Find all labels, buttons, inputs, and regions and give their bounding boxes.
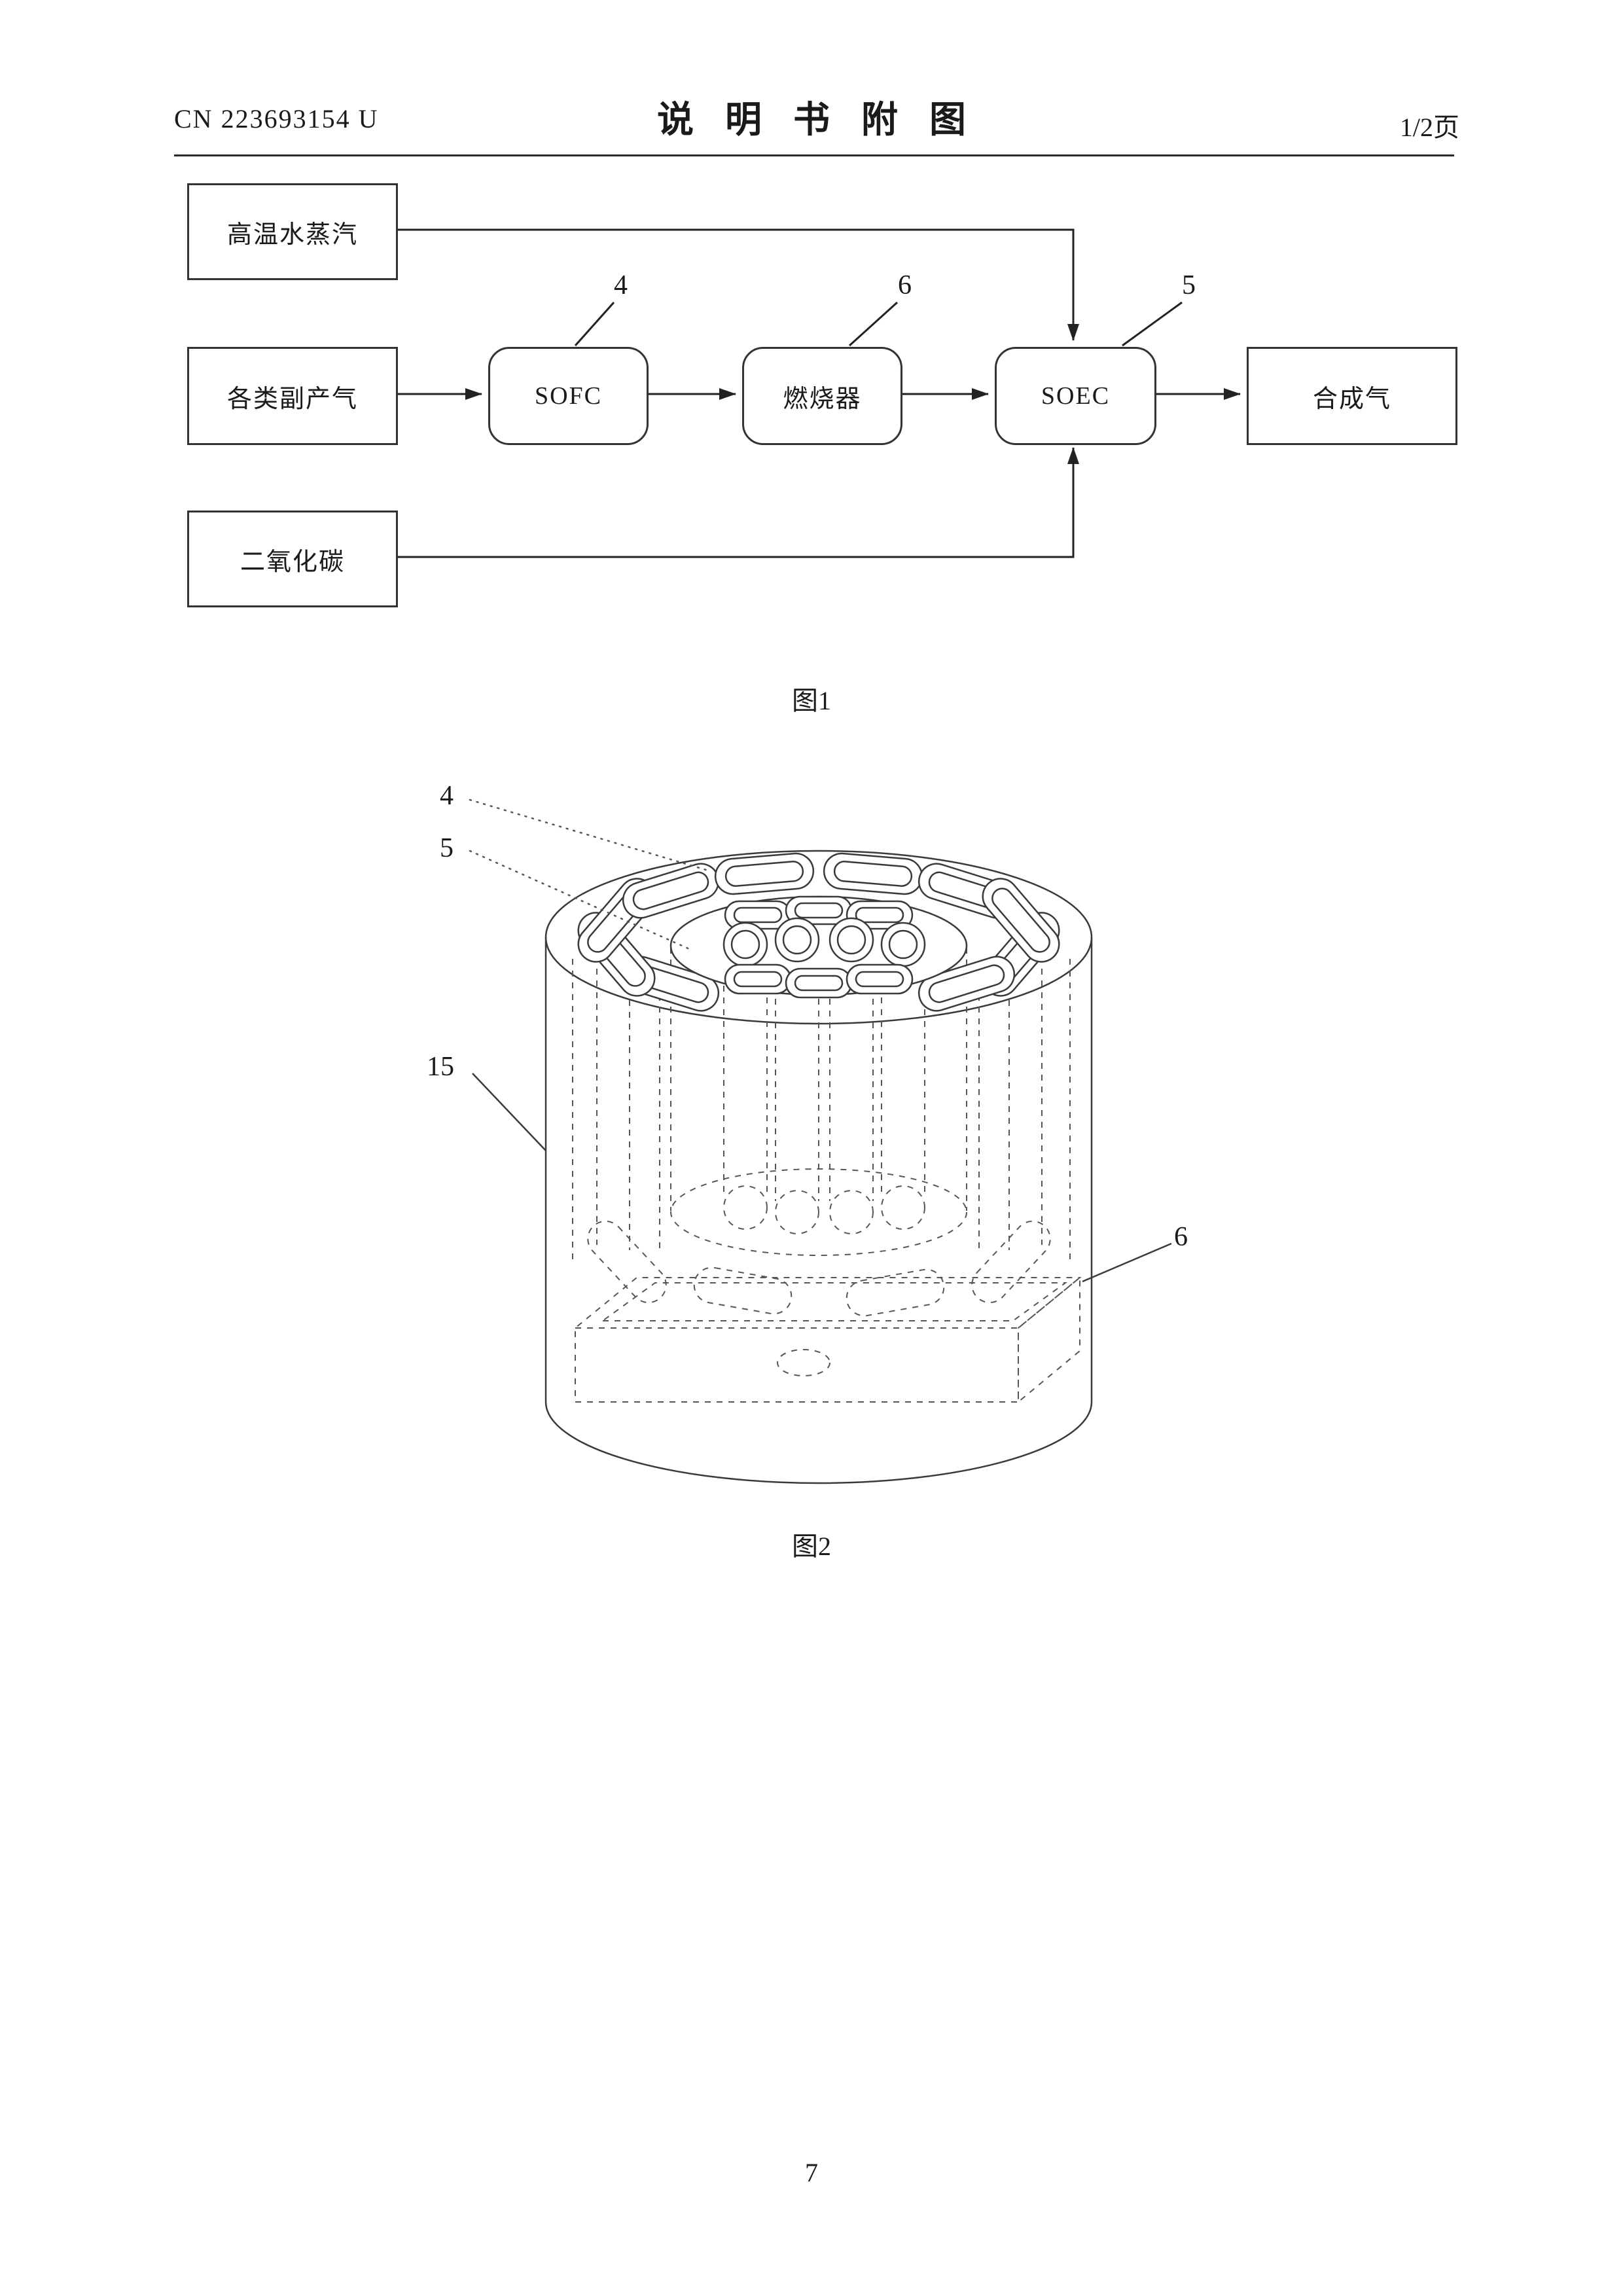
ref-label-15-shell: 15 (427, 1052, 454, 1082)
node-syngas-label: 合成气 (1312, 385, 1391, 413)
node-co2: 二氧化碳 (187, 511, 398, 607)
node-burner: 燃烧器 (742, 347, 902, 445)
node-burner-label: 燃烧器 (783, 385, 862, 413)
sofc-tube-ring (577, 852, 1060, 1012)
flow-arrows (394, 228, 1241, 558)
ref-label-5-inner-tubes: 5 (440, 833, 454, 863)
node-soec-label: SOEC (1041, 382, 1111, 410)
node-sofc: SOFC (488, 347, 649, 445)
node-co2-label: 二氧化碳 (240, 548, 345, 576)
ref-label-6-burner-box: 6 (1174, 1222, 1188, 1252)
outer-shell (544, 937, 1093, 1484)
page-indicator: 1/2页 (1399, 113, 1459, 142)
figure2-leader-lines (469, 798, 1172, 1283)
node-syngas: 合成气 (1247, 347, 1457, 445)
ref-label-6-burner: 6 (898, 270, 912, 300)
hidden-tube-bottoms (587, 1168, 1051, 1317)
burner-box (573, 1276, 1082, 1404)
node-steam: 高温水蒸汽 (187, 183, 398, 280)
ref-label-5-soec: 5 (1182, 270, 1196, 300)
node-byproduct-gas-label: 各类副产气 (226, 385, 358, 413)
figure2-caption: 图2 (792, 1532, 831, 1561)
node-soec: SOEC (995, 347, 1156, 445)
ref-label-4-outer-tubes: 4 (440, 781, 454, 811)
ref-label-4-sofc: 4 (614, 270, 628, 300)
figure2-drawing (469, 798, 1172, 1484)
header-rule (174, 154, 1454, 156)
document-number: CN 223693154 U (174, 104, 379, 134)
figure1-connectors (394, 228, 1241, 558)
page-number: 7 (805, 2158, 818, 2187)
node-sofc-label: SOFC (534, 382, 603, 410)
soec-tube-bundle (669, 895, 968, 999)
hidden-tube-lines (572, 948, 1071, 1260)
figure1-caption: 图1 (792, 686, 831, 715)
figure1-leader-lines (574, 301, 1183, 347)
page-header-title: 说明书附图 (657, 100, 997, 141)
node-byproduct-gas: 各类副产气 (187, 347, 398, 445)
node-steam-label: 高温水蒸汽 (226, 221, 358, 249)
